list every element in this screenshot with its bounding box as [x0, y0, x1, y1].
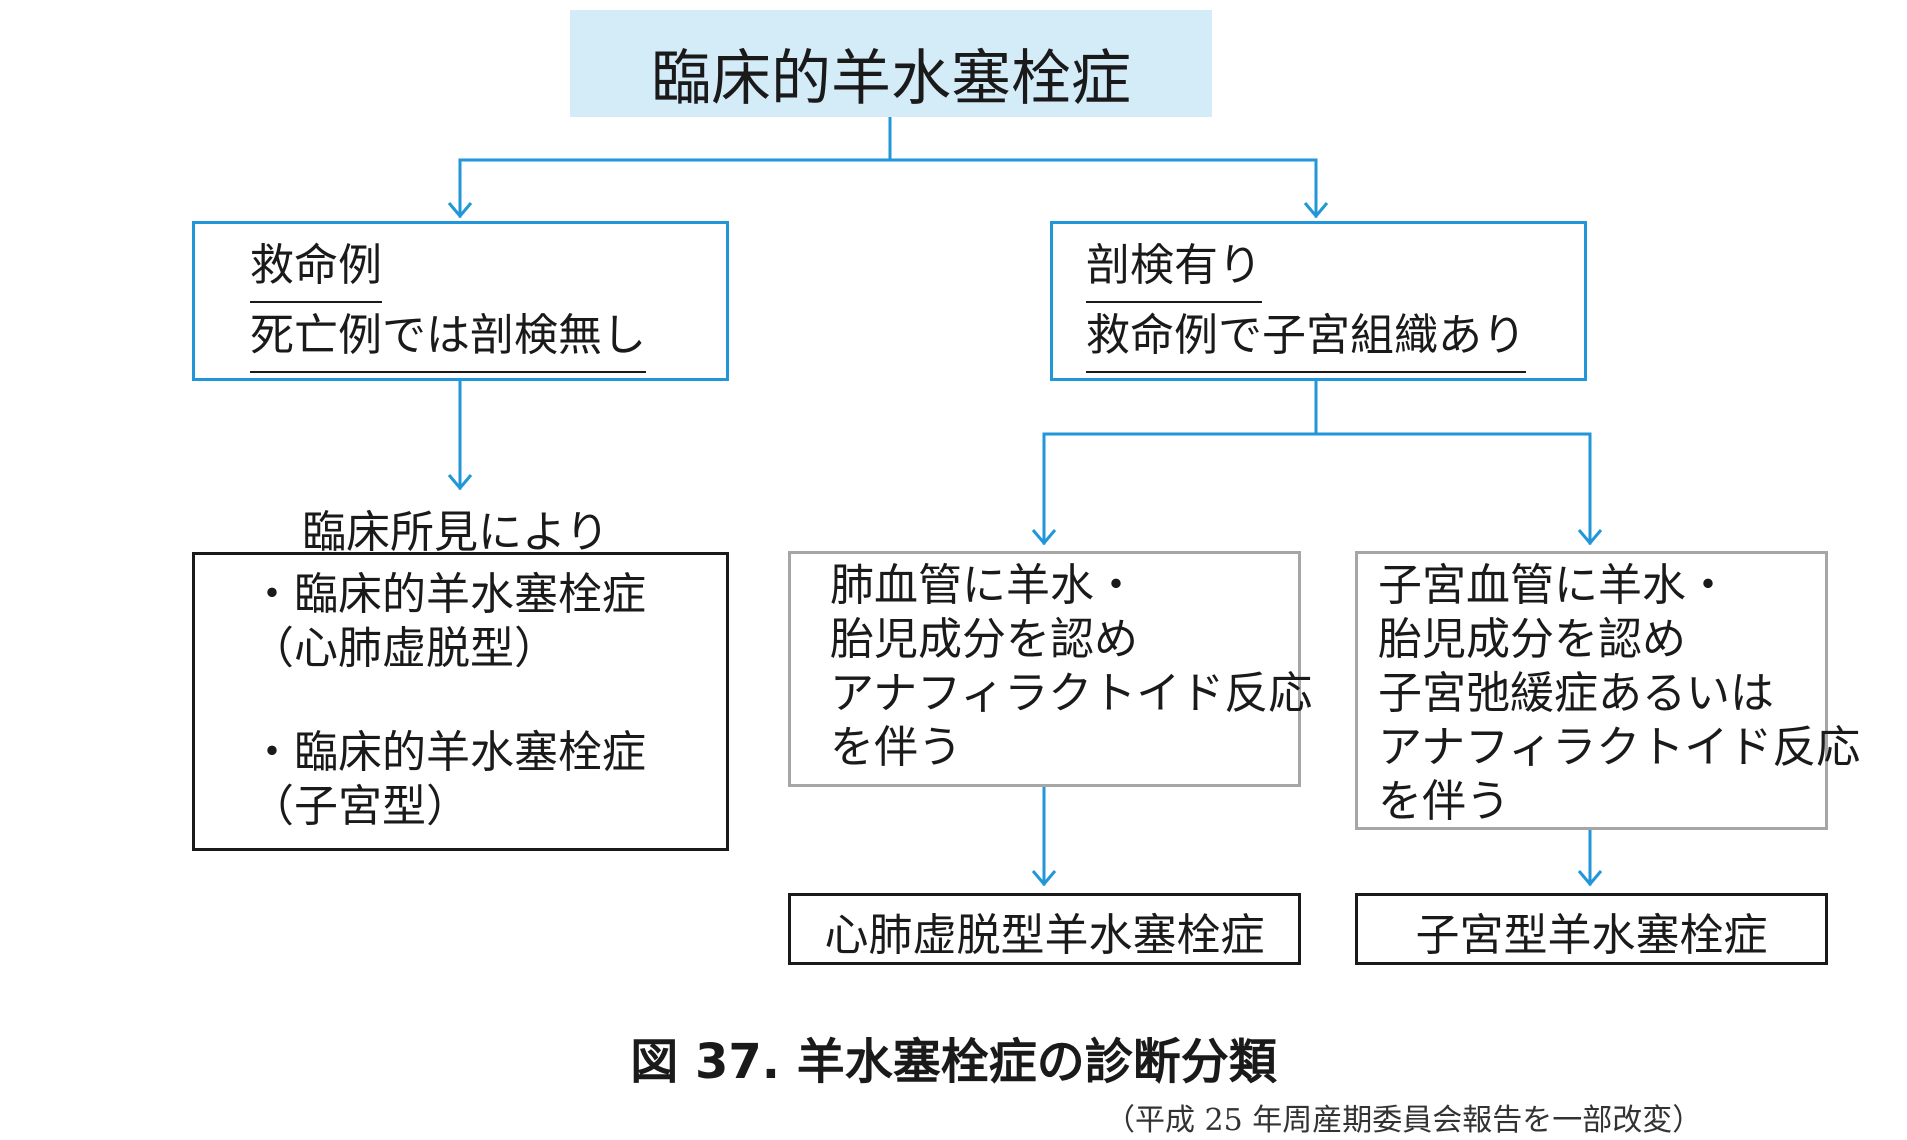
lung-finding-box: [788, 551, 1301, 787]
arrowhead-left-branch: [447, 202, 473, 219]
uterus-finding-line1: 子宮血管に羊水・: [1378, 560, 1730, 611]
uterus-finding-text: 子宮血管に羊水・ 胎児成分を認め 子宮弛緩症あるいは アナフィラクトイド反応 を…: [1378, 559, 1860, 829]
clinical-item2-line2: （子宮型）: [250, 781, 470, 832]
figure-caption: 図 37. 羊水塞栓症の診断分類: [630, 1034, 1277, 1090]
uterine-result-text: 子宮型羊水塞栓症: [1415, 910, 1768, 961]
uterus-finding-box: [1355, 551, 1828, 830]
figure-source: （平成 25 年周産期委員会報告を一部改変）: [1105, 1103, 1703, 1138]
uterus-finding-line4: アナフィラクトイド反応: [1378, 722, 1861, 773]
cardio-result-box: [788, 893, 1301, 965]
rescued-case-text: 救命例 死亡例では剖検無し: [250, 233, 646, 373]
uterus-finding-line2: 胎児成分を認め: [1378, 614, 1686, 665]
clinical-label: 臨床所見により: [302, 507, 610, 558]
lung-finding-text: 肺血管に羊水・ 胎児成分を認め アナフィラクトイド反応 を伴う: [830, 559, 1312, 775]
clinical-item1-line1: ・臨床的羊水塞栓症: [250, 569, 646, 620]
lung-finding-line1: 肺血管に羊水・: [830, 560, 1138, 611]
autopsy-sub: 救命例で子宮組織あり: [1086, 303, 1526, 373]
arrowhead-uterine-result: [1577, 870, 1603, 887]
autopsy-header: 剖検有り: [1086, 233, 1262, 303]
clinical-item2-line1: ・臨床的羊水塞栓症: [250, 727, 646, 778]
lung-finding-line4: を伴う: [830, 722, 962, 773]
uterine-result-box: [1355, 893, 1828, 965]
uterus-finding-line3: 子宮弛緩症あるいは: [1378, 668, 1774, 719]
uterus-finding-line5: を伴う: [1378, 776, 1510, 827]
lung-finding-line2: 胎児成分を認め: [830, 614, 1138, 665]
title-box: [570, 10, 1212, 117]
clinical-box: [192, 552, 729, 851]
arrowhead-clinical: [447, 474, 473, 491]
rescued-case-sub: 死亡例では剖検無し: [250, 303, 646, 373]
diagram-title: 臨床的羊水塞栓症: [651, 44, 1131, 114]
arrowhead-cardio-result: [1031, 870, 1057, 887]
rescued-case-header: 救命例: [250, 233, 382, 303]
arrowhead-lung-finding: [1031, 529, 1057, 546]
lung-finding-line3: アナフィラクトイド反応: [830, 668, 1313, 719]
cardio-result-text: 心肺虚脱型羊水塞栓症: [824, 910, 1265, 961]
autopsy-text: 剖検有り 救命例で子宮組織あり: [1086, 233, 1526, 373]
clinical-spacer: [250, 676, 646, 726]
clinical-text: ・臨床的羊水塞栓症 （心肺虚脱型） ・臨床的羊水塞栓症 （子宮型）: [250, 568, 646, 834]
arrowhead-right-branch: [1303, 202, 1329, 219]
arrowhead-uterus-finding: [1577, 529, 1603, 546]
clinical-item1-line2: （心肺虚脱型）: [250, 623, 558, 674]
